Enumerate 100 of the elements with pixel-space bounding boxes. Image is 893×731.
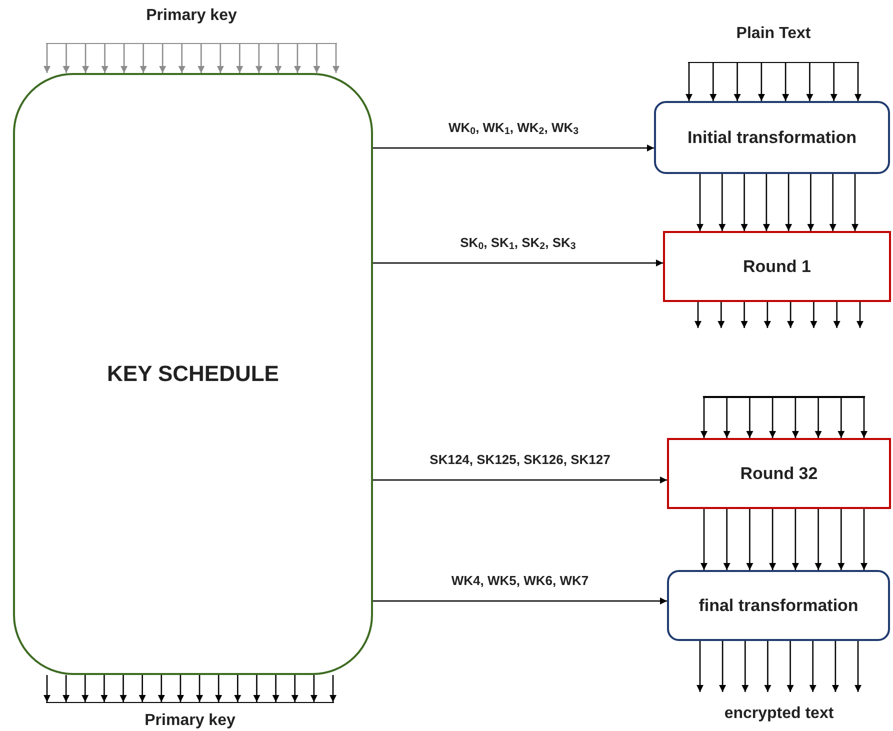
arrow <box>786 641 794 692</box>
arrow <box>742 641 749 692</box>
arrow <box>330 675 336 702</box>
bus-label: Primary key <box>144 711 236 731</box>
arrow <box>373 598 667 604</box>
box-label: Round 32 <box>740 462 818 484</box>
key-schedule-box <box>13 73 373 675</box>
arrow <box>734 63 741 101</box>
arrow <box>216 44 224 73</box>
arrow <box>746 398 754 438</box>
arrow <box>860 398 868 438</box>
round-box <box>663 231 891 302</box>
arrow <box>234 675 242 702</box>
arrow <box>860 509 868 570</box>
arrow <box>852 174 858 231</box>
arrow <box>792 398 799 438</box>
arrow <box>696 174 704 231</box>
bus-bar <box>688 24 859 63</box>
arrow <box>746 509 754 570</box>
arrow <box>764 302 771 328</box>
bus-bar <box>46 702 334 731</box>
arrow <box>792 509 799 570</box>
arrow <box>236 44 244 73</box>
arrow <box>253 675 260 702</box>
arrow <box>718 174 726 231</box>
arrow <box>44 44 50 73</box>
arrow <box>62 44 70 73</box>
box-label: Round 1 <box>743 256 811 278</box>
arrow <box>140 44 147 73</box>
arrow <box>719 641 726 692</box>
arrow <box>255 44 262 73</box>
arrow <box>832 641 839 692</box>
arrow <box>833 302 840 328</box>
box-label: KEY SCHEDULE <box>107 360 279 388</box>
arrow <box>807 174 814 231</box>
arrow <box>700 509 708 570</box>
arrow <box>785 174 792 231</box>
arrow <box>838 398 845 438</box>
arrow <box>373 144 654 152</box>
bus-bar <box>46 6 337 44</box>
arrow <box>764 641 772 692</box>
arrow <box>62 675 70 702</box>
arrow <box>82 44 90 73</box>
arrow <box>176 675 184 702</box>
arrow <box>829 174 836 231</box>
bus-label: Plain Text <box>736 24 811 44</box>
arrow <box>810 302 818 328</box>
arrow <box>159 44 166 73</box>
arrow <box>274 44 282 73</box>
arrow <box>723 509 730 570</box>
arrow <box>710 63 717 101</box>
arrow <box>723 398 730 438</box>
arrow <box>100 675 108 702</box>
arrow <box>82 675 89 702</box>
arrow <box>762 174 770 231</box>
arrow <box>769 509 776 570</box>
bus-label: encrypted text <box>724 704 834 724</box>
process-box <box>667 570 890 641</box>
arrow <box>814 509 822 570</box>
arrow <box>809 641 816 692</box>
arrow <box>769 398 776 438</box>
arrow <box>44 675 50 702</box>
arrow <box>138 675 146 702</box>
arrow <box>787 302 794 328</box>
process-box <box>654 101 890 174</box>
arrow <box>700 398 708 438</box>
arrow <box>686 63 692 101</box>
arrow <box>373 476 667 484</box>
arrow <box>758 63 765 101</box>
arrow <box>838 509 845 570</box>
arrow <box>178 44 186 73</box>
arrow <box>806 63 814 101</box>
arrow <box>291 675 298 702</box>
arrow <box>373 260 663 266</box>
arrow <box>740 174 748 231</box>
arrow <box>310 675 318 702</box>
bus-label: Primary key <box>146 6 237 26</box>
arrow <box>215 675 222 702</box>
arrow <box>854 63 862 101</box>
arrow <box>196 675 204 702</box>
arrow <box>120 675 127 702</box>
arrow <box>198 44 205 73</box>
arrow <box>854 641 862 692</box>
arrow <box>814 398 822 438</box>
arrow <box>740 302 748 328</box>
box-label: Initial transformation <box>687 126 857 148</box>
round-box <box>667 438 891 509</box>
arrow <box>856 302 864 328</box>
arrow <box>718 302 725 328</box>
box-label: final transformation <box>698 594 858 616</box>
arrow <box>158 675 165 702</box>
arrow <box>696 641 704 692</box>
arrow <box>694 302 702 328</box>
arrow <box>272 675 280 702</box>
arrow <box>294 44 301 73</box>
arrow <box>313 44 320 73</box>
arrow <box>782 63 790 101</box>
arrow <box>120 44 128 73</box>
arrow <box>101 44 108 73</box>
arrow <box>830 63 838 101</box>
